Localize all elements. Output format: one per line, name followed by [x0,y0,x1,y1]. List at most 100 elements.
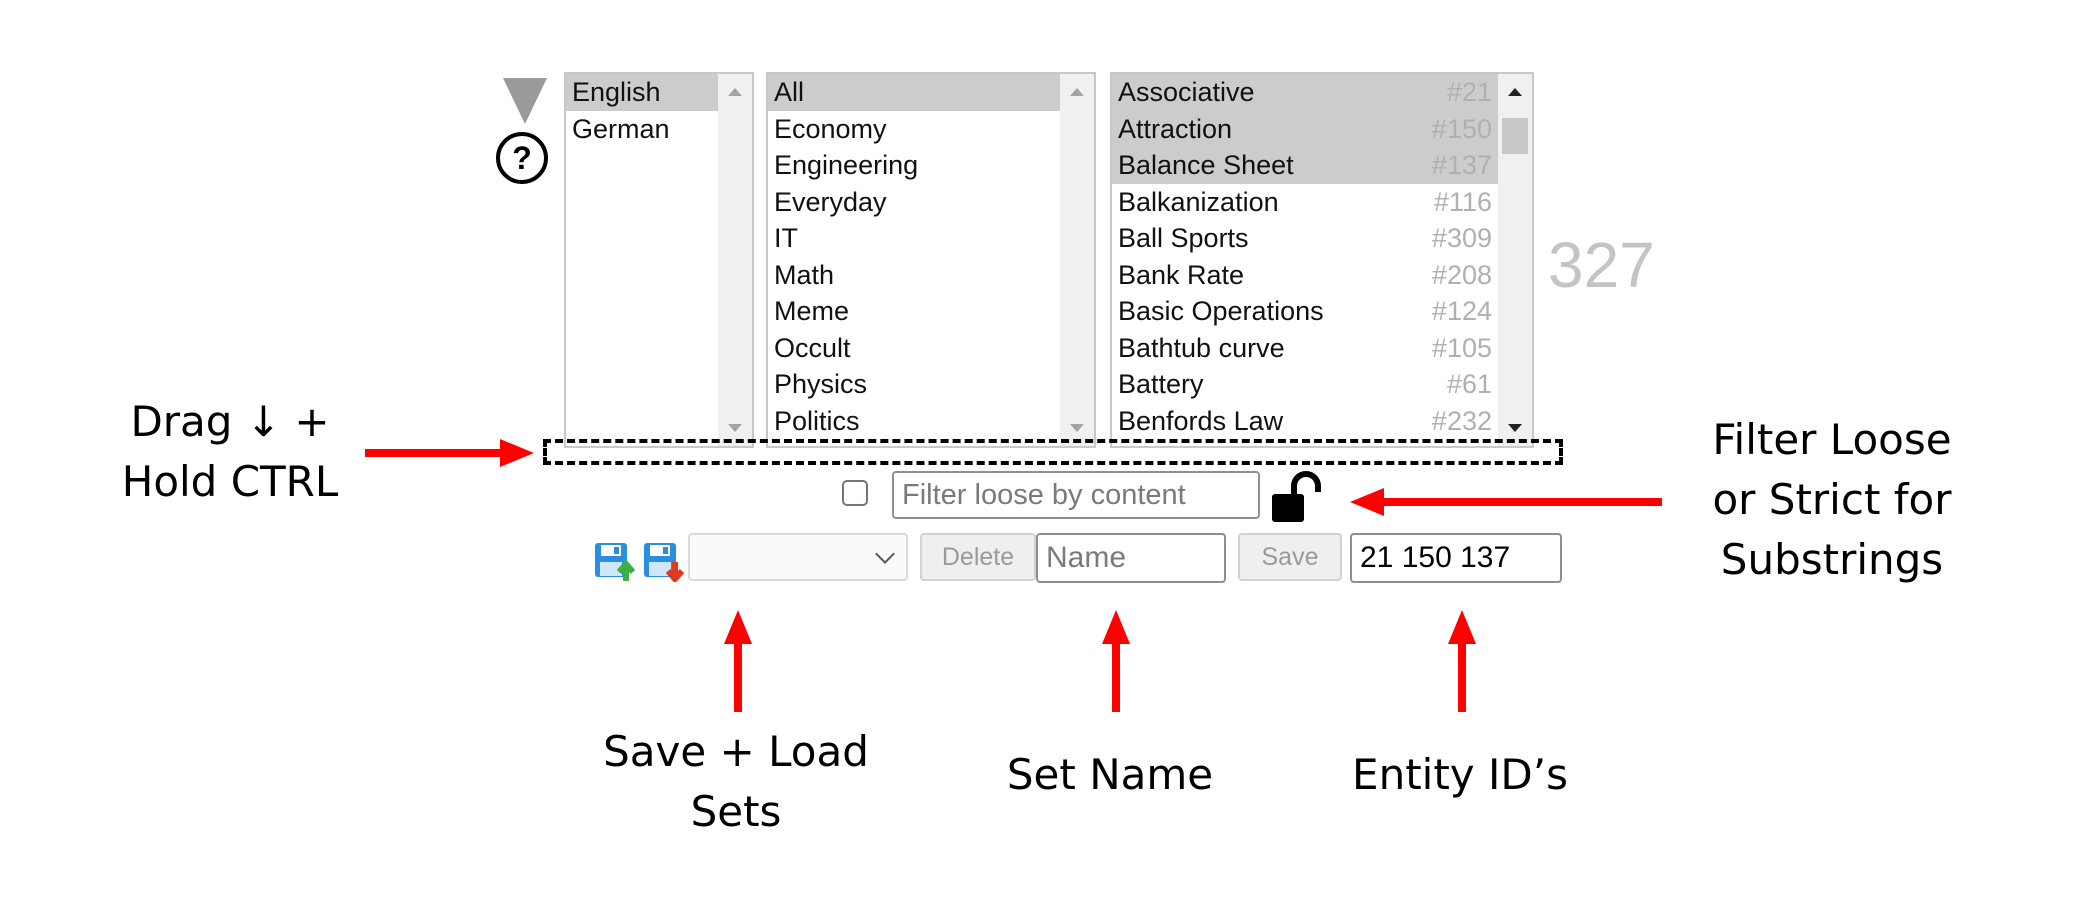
language-scrollbar[interactable] [718,74,752,446]
entity-item-label: Balkanization [1118,186,1279,217]
category-item[interactable]: Economy [768,111,1060,148]
entity-item[interactable]: Attraction #150 [1112,110,1498,147]
language-item[interactable]: German [566,111,718,148]
category-item-label: Physics [774,369,868,399]
entity-item-label: Attraction [1118,113,1233,144]
category-item[interactable]: Meme [768,293,1060,330]
entity-item-id: #105 [1431,332,1492,363]
scroll-down-icon[interactable] [1508,424,1522,432]
category-item[interactable]: Physics [768,366,1060,403]
annotation-line: Save + Load [603,727,869,776]
delete-button[interactable]: Delete [920,533,1036,581]
scroll-down-icon[interactable] [1070,424,1084,432]
chevron-down-icon [875,544,895,564]
entity-item-label: Bank Rate [1118,259,1245,290]
entity-item-label: Bathtub curve [1118,332,1285,363]
entity-count: 327 [1548,229,1655,301]
up-arrow-icon [1448,610,1476,712]
drag-annotation: Drag ↓ + Hold CTRL [110,392,350,512]
entity-item[interactable]: Balkanization #116 [1112,184,1498,221]
set-name-input[interactable] [1036,533,1226,583]
category-item-label: Everyday [774,186,887,217]
language-item[interactable]: English [566,74,718,111]
entity-item-id: #232 [1431,405,1492,436]
category-item[interactable]: Everyday [768,184,1060,221]
category-item-label: All [774,77,805,107]
entity-item-id: #137 [1431,150,1492,180]
category-item[interactable]: Math [768,257,1060,294]
entity-item-label: Ball Sports [1118,223,1249,253]
resize-drag-zone[interactable] [543,439,1563,465]
set-select[interactable] [688,533,908,581]
filter-checkbox[interactable] [842,480,868,506]
triangle-down-icon[interactable] [503,78,547,124]
annotation-line: Hold CTRL [121,457,339,506]
up-arrow-icon [1102,610,1130,712]
category-item-label: IT [774,223,798,253]
category-item[interactable]: Engineering [768,147,1060,184]
category-item[interactable]: IT [768,220,1060,257]
annotation-line: Filter Loose [1712,415,1952,464]
scrollbar-thumb[interactable] [1502,118,1528,154]
entity-item-id: #208 [1431,259,1492,290]
save-load-annotation: Save + Load Sets [596,722,876,842]
entity-item[interactable]: Benfords Law #232 [1112,403,1498,440]
entity-item[interactable]: Battery #61 [1112,366,1498,403]
category-item[interactable]: Occult [768,330,1060,367]
question-circle-icon[interactable]: ? [495,131,549,185]
scroll-up-icon[interactable] [728,88,742,96]
language-item-label: English [572,77,661,107]
annotation-line: Substrings [1720,535,1944,584]
entity-item-id: #61 [1446,369,1492,399]
category-item[interactable]: All [768,74,1060,111]
up-arrow-icon [724,610,752,712]
entity-item[interactable]: Ball Sports #309 [1112,220,1498,257]
load-disk-red-arrow-icon[interactable] [643,542,685,582]
annotation-line: or Strict for [1712,475,1952,524]
entity-item-id: #124 [1431,296,1492,326]
entity-item-label: Benfords Law [1118,405,1284,436]
category-item-label: Politics [774,405,860,436]
scroll-down-icon[interactable] [728,424,742,432]
filter-annotation: Filter Loose or Strict for Substrings [1682,410,1982,590]
scroll-up-icon[interactable] [1508,88,1522,96]
entity-item[interactable]: Basic Operations #124 [1112,293,1498,330]
category-item-label: Occult [774,332,851,363]
scroll-up-icon[interactable] [1070,88,1084,96]
entity-item[interactable]: Bathtub curve #105 [1112,330,1498,367]
category-item-label: Engineering [774,150,919,180]
category-item-label: Economy [774,113,887,144]
category-item-label: Math [774,259,835,290]
entity-item[interactable]: Associative #21 [1112,74,1498,111]
entity-item[interactable]: Balance Sheet #137 [1112,147,1498,184]
entity-scrollbar[interactable] [1498,74,1532,446]
entity-item-id: #21 [1446,77,1492,107]
save-button[interactable]: Save [1238,533,1342,581]
left-arrow-icon [1350,488,1662,516]
set-name-annotation: Set Name [1006,750,1214,799]
unlocked-padlock-icon[interactable] [1270,470,1326,526]
category-item[interactable]: Politics [768,403,1060,440]
annotation-line: Sets [690,787,782,836]
entity-item-label: Basic Operations [1118,296,1324,326]
category-item-label: Meme [774,296,850,326]
category-scrollbar[interactable] [1060,74,1094,446]
entity-item-label: Balance Sheet [1118,150,1294,180]
entity-item[interactable]: Bank Rate #208 [1112,257,1498,294]
entity-item-id: #116 [1433,186,1492,217]
entity-ids-input[interactable] [1350,533,1562,583]
filter-input[interactable] [892,471,1260,519]
annotation-line: Drag ↓ + [130,397,330,446]
svg-text:?: ? [512,140,532,176]
language-item-label: German [572,113,670,144]
entity-item-id: #150 [1431,113,1492,144]
entity-item-label: Associative [1118,77,1255,107]
entity-ids-annotation: Entity ID’s [1352,750,1568,799]
entity-item-id: #309 [1431,223,1492,253]
entity-item-label: Battery [1118,369,1204,399]
save-disk-green-arrow-icon[interactable] [594,542,636,582]
right-arrow-icon [365,439,534,467]
